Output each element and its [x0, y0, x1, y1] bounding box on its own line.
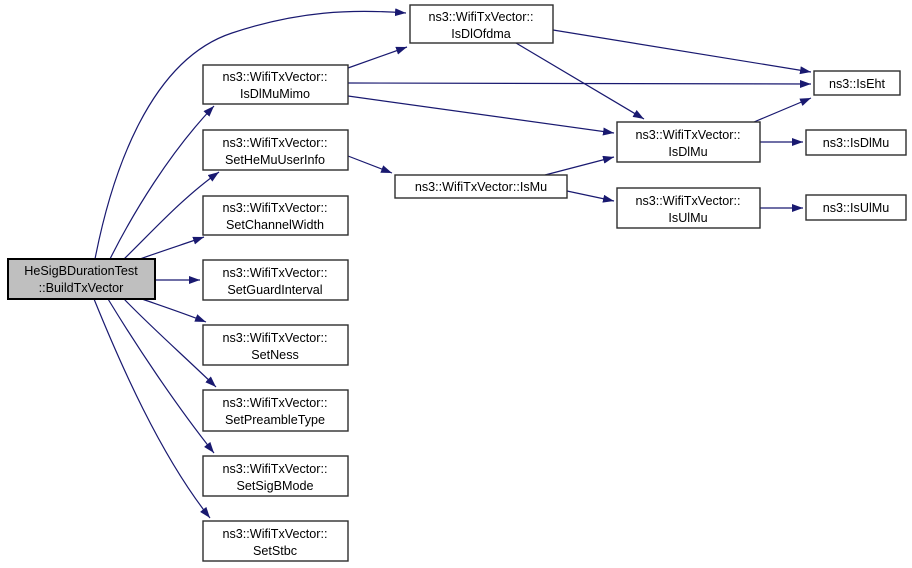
node-wifiisdlmu-label-line2: IsDlMu — [668, 145, 707, 159]
node-setsigbmode-box[interactable] — [202, 455, 349, 497]
node-wifiisulmu-label-line1: ns3::WifiTxVector:: — [636, 194, 741, 208]
node-iseht-box[interactable] — [813, 70, 901, 96]
node-isdlofdma-label-line2: IsDlOfdma — [451, 27, 510, 41]
node-sethemuuserinfo[interactable]: ns3::WifiTxVector:: SetHeMuUserInfo — [202, 129, 349, 171]
edge-isdlmumimo-to-iseht — [347, 79, 812, 88]
node-wifiisdlmu-box[interactable] — [616, 121, 761, 163]
node-setchannelwidth-box[interactable] — [202, 195, 349, 236]
node-setness-box[interactable] — [202, 324, 349, 366]
node-isdlmumimo-box[interactable] — [202, 64, 349, 105]
edge-isdlofdma-to-wifiisdlmu — [515, 42, 645, 120]
edge-buildtxvector-to-isdlmumimo — [109, 105, 215, 260]
node-wifiisdlmu[interactable]: ns3::WifiTxVector:: IsDlMu — [616, 121, 761, 163]
node-sethemuuserinfo-label-line1: ns3::WifiTxVector:: — [223, 136, 328, 150]
node-isdlmumimo[interactable]: ns3::WifiTxVector:: IsDlMuMimo — [202, 64, 349, 105]
node-setguardinterval-label-line2: SetGuardInterval — [227, 283, 322, 297]
node-ns3isulmu-box[interactable] — [805, 194, 907, 221]
node-isdlmumimo-label-line2: IsDlMuMimo — [240, 87, 310, 101]
edge-sethemuuserinfo-to-ismu — [347, 155, 393, 174]
edge-buildtxvector-to-setsigbmode — [107, 298, 215, 454]
node-buildtxvector-label-line2: ::BuildTxVector — [39, 281, 124, 295]
node-wifiisulmu-box[interactable] — [616, 187, 761, 229]
node-setness-label-line2: SetNess — [251, 348, 299, 362]
node-isdlmumimo-label-line1: ns3::WifiTxVector:: — [223, 70, 328, 84]
node-ns3isulmu-label: ns3::IsUlMu — [823, 201, 890, 215]
node-ns3isdlmu-label: ns3::IsDlMu — [823, 136, 890, 150]
edge-ismu-to-wifiisulmu — [566, 190, 615, 203]
node-iseht-label: ns3::IsEht — [829, 77, 886, 91]
node-ns3isulmu[interactable]: ns3::IsUlMu — [805, 194, 907, 221]
node-setpreambletype-label-line1: ns3::WifiTxVector:: — [223, 396, 328, 410]
node-wifiisdlmu-label-line1: ns3::WifiTxVector:: — [636, 128, 741, 142]
node-setstbc-box[interactable] — [202, 520, 349, 562]
node-setsigbmode[interactable]: ns3::WifiTxVector:: SetSigBMode — [202, 455, 349, 497]
node-setsigbmode-label-line2: SetSigBMode — [236, 479, 313, 493]
node-setchannelwidth-label-line2: SetChannelWidth — [226, 218, 324, 232]
node-buildtxvector[interactable]: HeSigBDurationTest ::BuildTxVector — [7, 258, 156, 300]
edge-ismu-to-wifiisdlmu — [544, 155, 615, 176]
node-wifiisulmu-label-line2: IsUlMu — [668, 211, 707, 225]
node-setguardinterval-label-line1: ns3::WifiTxVector:: — [223, 266, 328, 280]
node-buildtxvector-label-line1: HeSigBDurationTest — [24, 264, 138, 278]
node-buildtxvector-box[interactable] — [7, 258, 156, 300]
node-setpreambletype[interactable]: ns3::WifiTxVector:: SetPreambleType — [202, 389, 349, 432]
edge-buildtxvector-to-setness — [141, 298, 207, 323]
edge-isdlmumimo-to-isdlofdma — [347, 46, 408, 69]
node-setness[interactable]: ns3::WifiTxVector:: SetNess — [202, 324, 349, 366]
node-ns3isdlmu[interactable]: ns3::IsDlMu — [805, 129, 907, 156]
node-ismu-box[interactable] — [394, 174, 568, 199]
node-setpreambletype-label-line2: SetPreambleType — [225, 413, 325, 427]
node-setpreambletype-box[interactable] — [202, 389, 349, 432]
node-setchannelwidth[interactable]: ns3::WifiTxVector:: SetChannelWidth — [202, 195, 349, 236]
node-iseht[interactable]: ns3::IsEht — [813, 70, 901, 96]
node-setguardinterval[interactable]: ns3::WifiTxVector:: SetGuardInterval — [202, 259, 349, 301]
edge-isdlofdma-to-iseht — [552, 29, 812, 75]
node-setstbc-label-line2: SetStbc — [253, 544, 297, 558]
node-isdlofdma[interactable]: ns3::WifiTxVector:: IsDlOfdma — [409, 4, 554, 44]
node-ismu-label: ns3::WifiTxVector::IsMu — [415, 180, 547, 194]
edge-buildtxvector-to-setstbc — [93, 298, 211, 519]
node-setsigbmode-label-line1: ns3::WifiTxVector:: — [223, 462, 328, 476]
edge-buildtxvector-to-isdlofdma — [94, 8, 407, 260]
node-setstbc-label-line1: ns3::WifiTxVector:: — [223, 527, 328, 541]
node-sethemuuserinfo-box[interactable] — [202, 129, 349, 171]
edge-isdlmumimo-to-wifiisdlmu — [347, 95, 615, 136]
node-ns3isdlmu-box[interactable] — [805, 129, 907, 156]
node-sethemuuserinfo-label-line2: SetHeMuUserInfo — [225, 153, 325, 167]
edge-buildtxvector-to-sethemuuserinfo — [123, 171, 220, 260]
node-setchannelwidth-label-line1: ns3::WifiTxVector:: — [223, 201, 328, 215]
node-setness-label-line1: ns3::WifiTxVector:: — [223, 331, 328, 345]
node-isdlofdma-label-line1: ns3::WifiTxVector:: — [429, 10, 534, 24]
node-wifiisulmu[interactable]: ns3::WifiTxVector:: IsUlMu — [616, 187, 761, 229]
edges — [93, 8, 812, 519]
node-ismu[interactable]: ns3::WifiTxVector::IsMu — [394, 174, 568, 199]
edge-buildtxvector-to-setpreambletype — [123, 298, 217, 388]
node-setguardinterval-box[interactable] — [202, 259, 349, 301]
node-setstbc[interactable]: ns3::WifiTxVector:: SetStbc — [202, 520, 349, 562]
node-isdlofdma-box[interactable] — [409, 4, 554, 44]
edge-wifiisdlmu-to-iseht — [753, 97, 812, 123]
edge-buildtxvector-to-setchannelwidth — [139, 236, 205, 260]
